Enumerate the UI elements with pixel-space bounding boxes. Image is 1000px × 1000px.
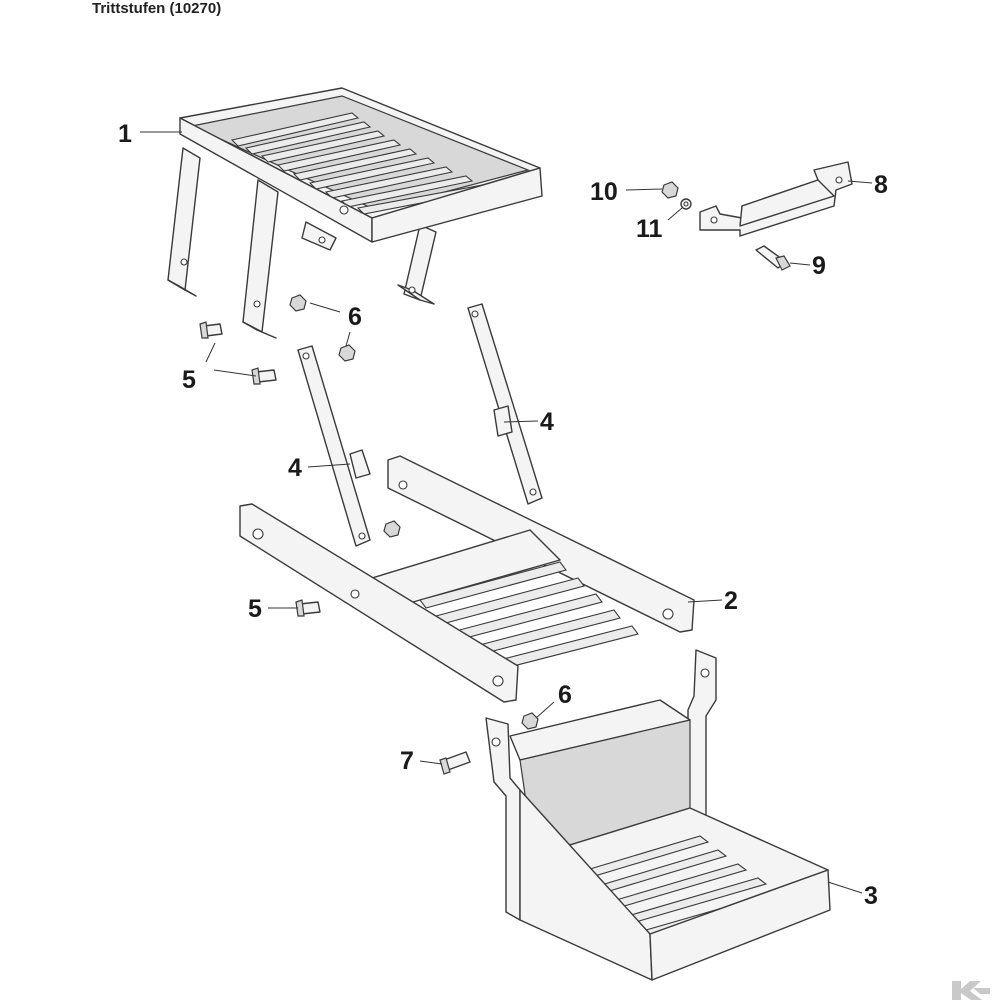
part-7-bolt[interactable] <box>439 751 471 775</box>
part-5-bolt-lower[interactable] <box>295 599 321 617</box>
part-4-bracket-right[interactable] <box>467 303 543 505</box>
callout-5-lower: 5 <box>248 595 262 623</box>
callout-4-right: 4 <box>540 408 554 436</box>
diagram-title: Trittstufen (10270) <box>92 0 222 17</box>
part-1-upper-step[interactable] <box>167 87 543 339</box>
part-8-clamp[interactable] <box>699 161 853 237</box>
callout-7: 7 <box>400 747 414 775</box>
callout-1: 1 <box>118 120 132 148</box>
part-3-lower-step[interactable] <box>485 649 831 981</box>
k-logo-icon <box>952 981 990 1000</box>
part-5-bolt-upper-a[interactable] <box>199 321 223 339</box>
part-6-nut-upper-a[interactable] <box>289 294 307 312</box>
part-11-washer[interactable] <box>680 198 692 210</box>
part-9-bolt[interactable] <box>755 245 791 271</box>
part-6-nut-lower[interactable] <box>521 712 539 730</box>
part-2-rungs <box>419 561 639 673</box>
callout-5-upper: 5 <box>182 366 196 394</box>
callout-6-lower: 6 <box>558 681 572 709</box>
part-6-nut-upper-b[interactable] <box>338 344 356 362</box>
callout-2: 2 <box>724 587 738 615</box>
part-2-ladder-section[interactable] <box>239 455 695 703</box>
part-10-nut[interactable] <box>661 181 679 199</box>
part-6-nut-middle[interactable] <box>383 520 401 538</box>
callout-3: 3 <box>864 882 878 910</box>
callout-9: 9 <box>812 252 826 280</box>
callout-8: 8 <box>874 171 888 199</box>
callout-11: 11 <box>636 215 663 243</box>
callout-4-left: 4 <box>288 454 302 482</box>
callout-6-upper: 6 <box>348 303 362 331</box>
part-1-rungs <box>230 112 496 215</box>
leader-lines <box>140 131 873 894</box>
callout-10: 10 <box>590 178 618 206</box>
part-4-bracket-left[interactable] <box>297 345 371 547</box>
